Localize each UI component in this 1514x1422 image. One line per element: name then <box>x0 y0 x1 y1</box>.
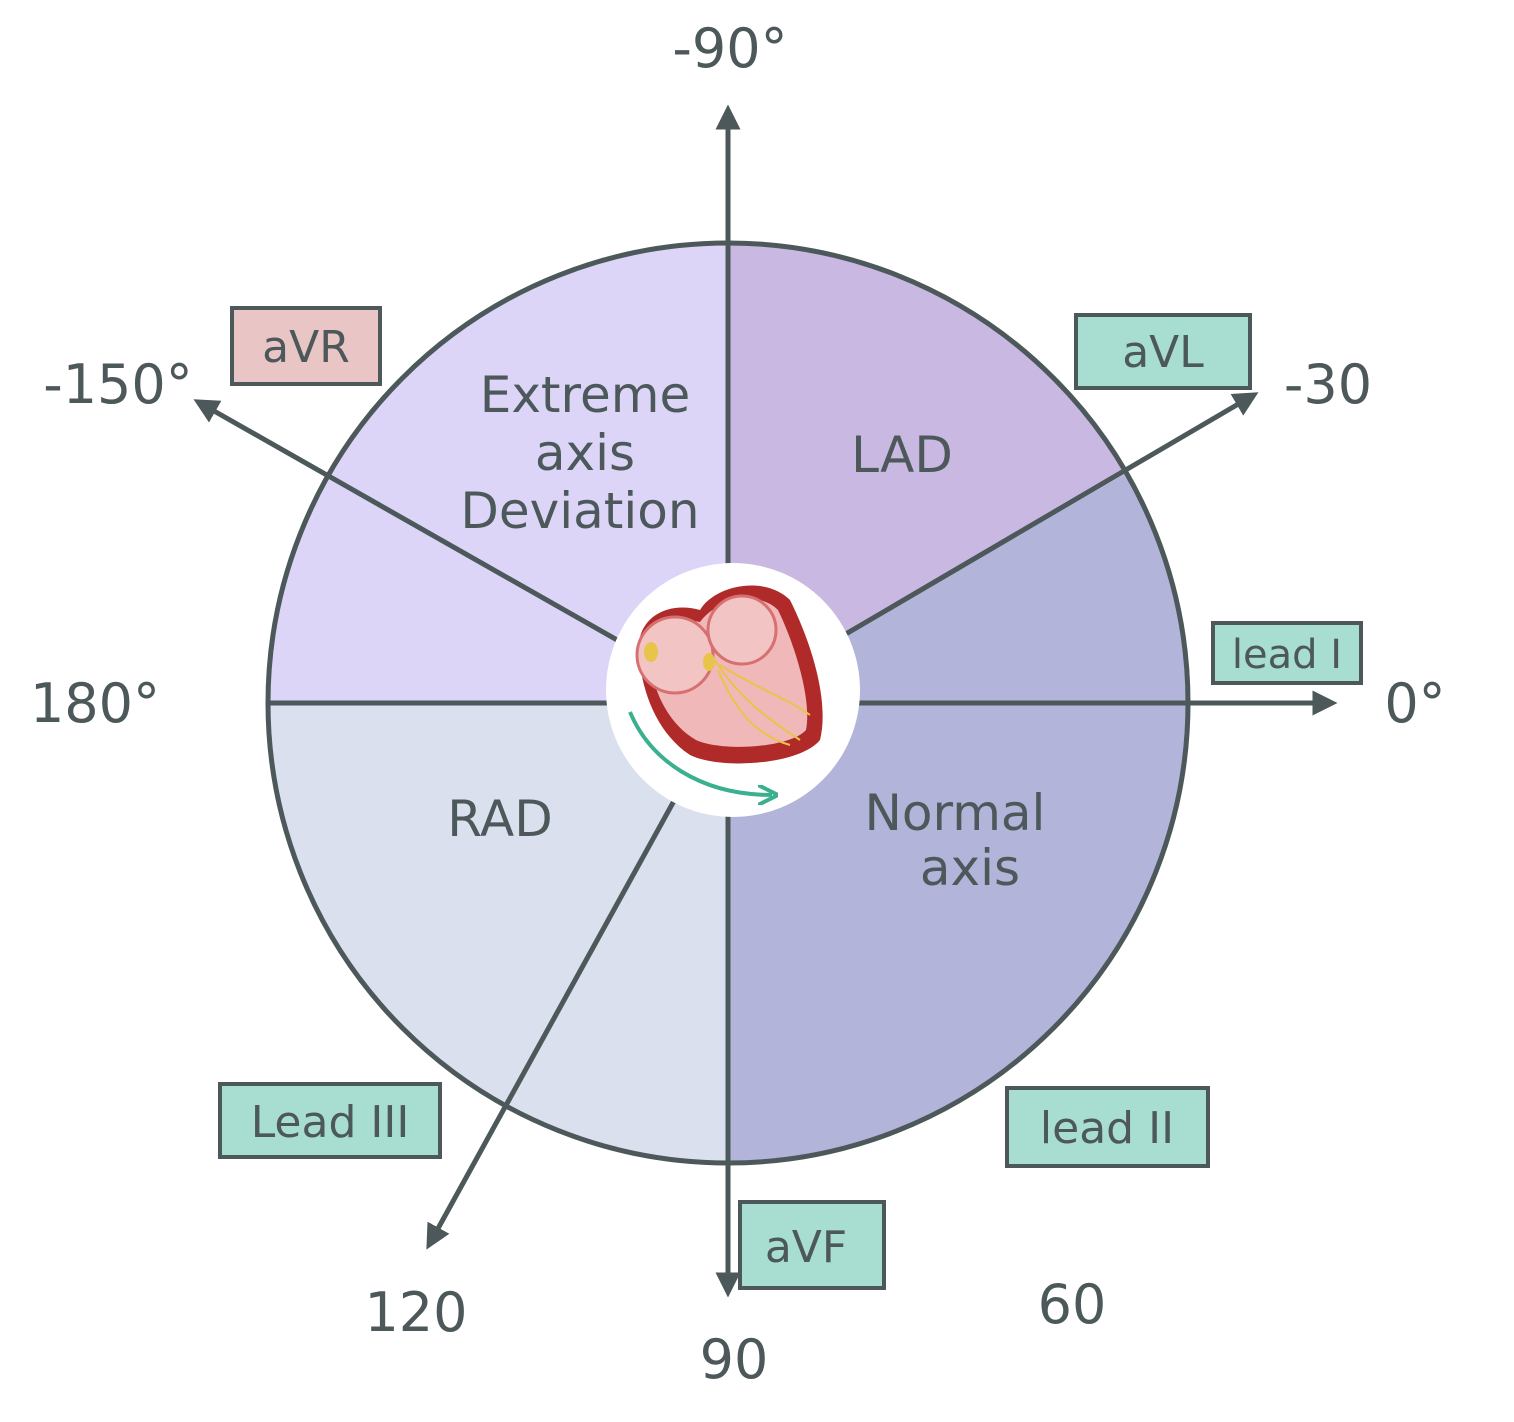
region-lad: LAD <box>851 426 953 484</box>
lad-sector <box>728 243 1127 703</box>
region-extreme-line3: Deviation <box>460 482 699 540</box>
label-180: 180° <box>30 672 160 735</box>
region-rad: RAD <box>447 790 552 848</box>
label-minus90: -90° <box>672 17 787 80</box>
lead-avl-label: aVL <box>1122 327 1204 378</box>
region-extreme-line1: Extreme <box>480 366 690 424</box>
lead-avf-box: aVF <box>738 1200 886 1290</box>
region-normal-line1: Normal <box>865 784 1046 842</box>
rad-sector <box>268 703 728 1163</box>
lead-1-box: lead I <box>1211 621 1363 685</box>
rotation-arrow <box>628 711 772 795</box>
lead-1-label: lead I <box>1232 632 1342 678</box>
lead-2-box: lead II <box>1005 1086 1210 1168</box>
label-90: 90 <box>700 1328 769 1391</box>
lead-3-label: Lead III <box>251 1097 410 1148</box>
label-minus150: -150° <box>43 353 193 416</box>
label-0: 0° <box>1384 672 1445 735</box>
label-60: 60 <box>1038 1273 1107 1336</box>
region-extreme-line2: axis <box>535 424 635 482</box>
heart-icon <box>606 563 860 817</box>
label-minus30: -30 <box>1284 353 1372 416</box>
lead-3-box: Lead III <box>218 1082 442 1159</box>
lead-avf-label: aVF <box>765 1222 847 1273</box>
extreme-axis-sector <box>268 243 728 703</box>
label-120: 120 <box>364 1281 467 1344</box>
lead-avr-label: aVR <box>262 322 350 373</box>
lead-2-label: lead II <box>1040 1103 1174 1154</box>
lead-avr-box: aVR <box>230 306 382 386</box>
lead-avl-box: aVL <box>1074 313 1252 390</box>
region-normal-line2: axis <box>920 839 1020 897</box>
